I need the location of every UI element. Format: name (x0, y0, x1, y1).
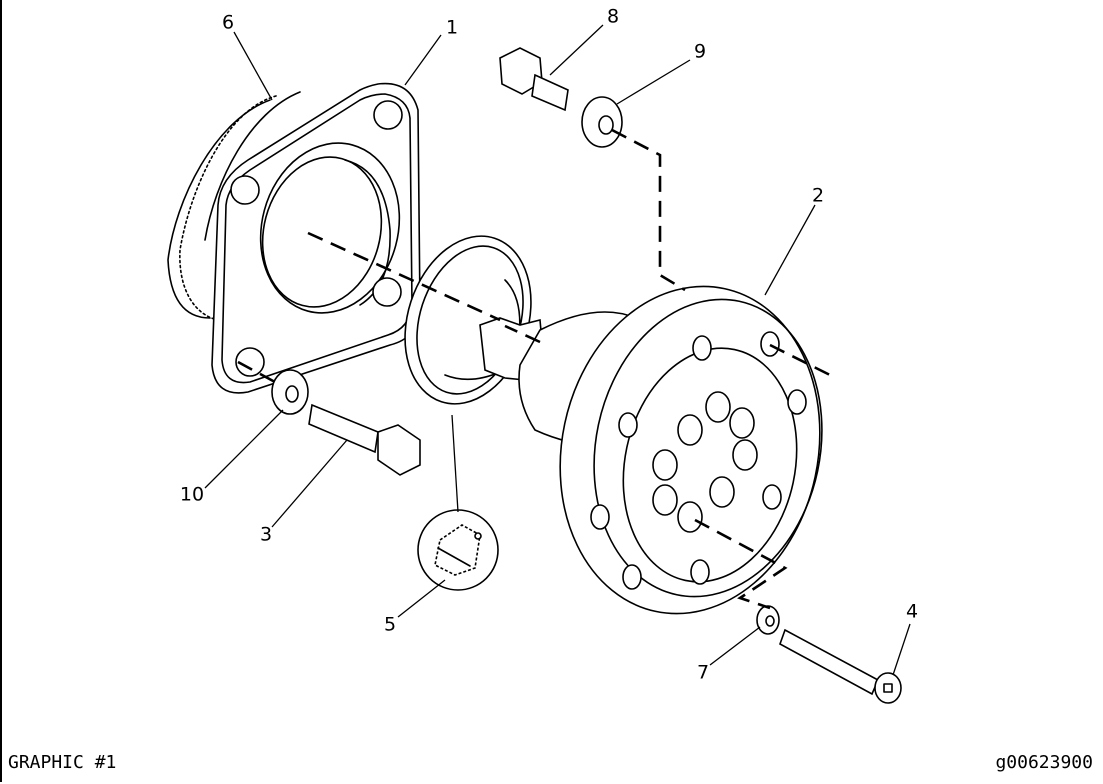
callout-9: 9 (694, 41, 706, 63)
leader-lines (204, 24, 911, 676)
callout-10: 10 (180, 484, 204, 506)
part-1-flange (211, 82, 421, 394)
part-10-washer (271, 369, 309, 415)
part-9-washer (581, 96, 623, 148)
callout-4: 4 (906, 601, 918, 623)
callout-8: 8 (607, 6, 619, 28)
graphic-caption: GRAPHIC #1 (8, 752, 117, 773)
part-7-washer (756, 605, 780, 635)
callout-1: 1 (446, 17, 458, 39)
part-3-bolt (308, 403, 421, 476)
part-2-shaft-flange (479, 285, 823, 615)
part-6-housing (167, 91, 301, 321)
part-8-bolt (499, 47, 569, 112)
seal-detail-bubble (417, 509, 499, 591)
callout-6: 6 (222, 12, 234, 34)
callout-3: 3 (260, 524, 272, 546)
graphic-id: g00623900 (995, 752, 1093, 773)
assembly-centerlines (237, 128, 831, 610)
callout-5: 5 (384, 614, 396, 636)
callout-7: 7 (697, 662, 709, 684)
part-4-bolt (779, 628, 902, 704)
callout-2: 2 (812, 185, 824, 207)
